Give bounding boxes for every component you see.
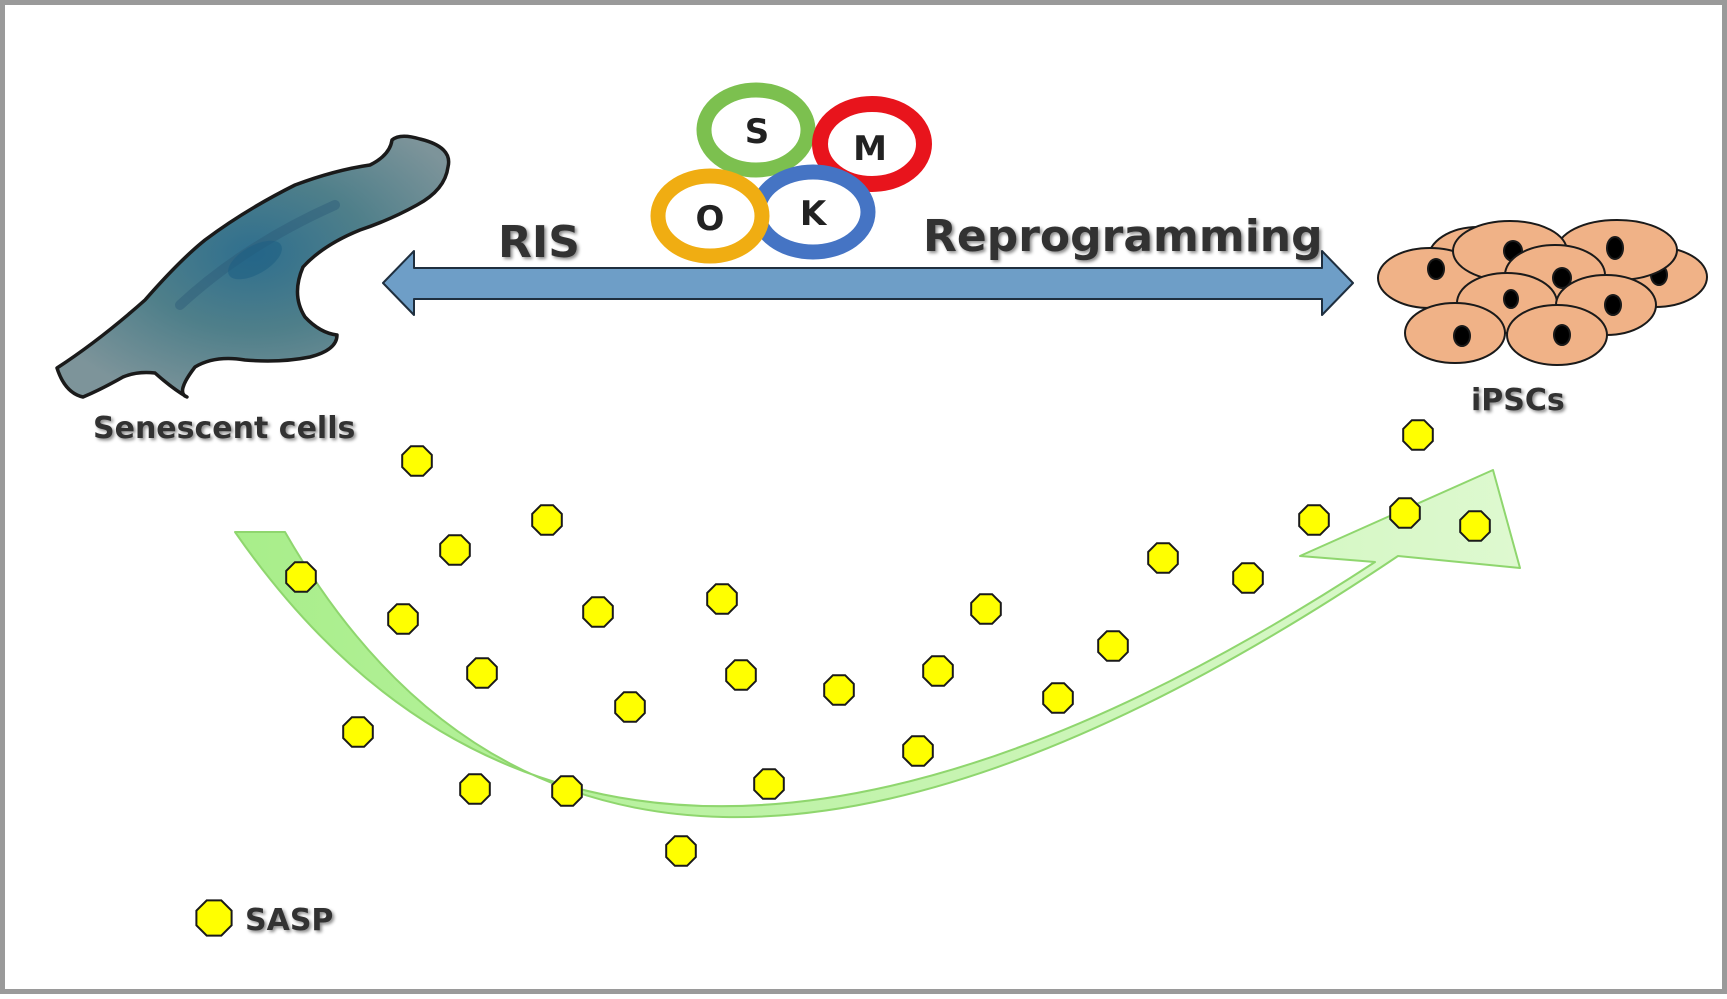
factor-ring-m: M (812, 96, 932, 192)
sasp-particle (1042, 682, 1074, 714)
sasp-particle (466, 657, 498, 689)
sasp-particle (1147, 542, 1179, 574)
sasp-particle (1402, 419, 1434, 451)
senescent-cells-label: Senescent cells (93, 411, 355, 446)
curved-arrow (234, 469, 1521, 818)
reprogramming-label: Reprogramming (923, 211, 1323, 262)
sasp-particle (753, 768, 785, 800)
ris-label: RIS (498, 217, 580, 268)
ipscs-label: iPSCs (1471, 383, 1565, 418)
factor-s-ring (696, 82, 816, 178)
sasp-particle (706, 583, 738, 615)
sasp-particle (401, 445, 433, 477)
sasp-legend-label: SASP (245, 903, 333, 938)
sasp-particle (439, 534, 471, 566)
ipsc-cell (1506, 304, 1608, 366)
sasp-particle (823, 674, 855, 706)
sasp-particle (725, 659, 757, 691)
factor-m-ring (812, 96, 932, 192)
diagram-canvas: S M K O RIS Reprogramming Senescent cell… (55, 82, 1708, 938)
ipsc-cell (1404, 302, 1506, 364)
sasp-particle (285, 561, 317, 593)
factor-ring-o: O (650, 168, 770, 264)
sasp-legend-marker (195, 899, 233, 937)
sasp-particle (1232, 562, 1264, 594)
sasp-particles (285, 419, 1491, 867)
sasp-particle (665, 835, 697, 867)
factor-s-label: S (745, 112, 770, 152)
factor-m-label: M (853, 129, 887, 169)
factor-ring-s: S (696, 82, 816, 178)
senescent-cell (55, 134, 451, 399)
sasp-particle (342, 716, 374, 748)
sasp-particle (582, 596, 614, 628)
sasp-particle (970, 593, 1002, 625)
sasp-particle (387, 603, 419, 635)
factor-ring-k: K (750, 164, 876, 260)
sasp-particle (531, 504, 563, 536)
factor-k-label: K (800, 194, 828, 234)
factor-o-ring (650, 168, 770, 264)
double-arrow (382, 250, 1354, 316)
sasp-particle (902, 735, 934, 767)
sasp-particle (1389, 497, 1421, 529)
ipsc-cluster (1377, 219, 1708, 366)
sasp-particle (1097, 630, 1129, 662)
factor-o-label: O (696, 199, 725, 239)
sasp-particle (551, 775, 583, 807)
sasp-particle (459, 773, 491, 805)
sasp-particle (1459, 510, 1491, 542)
sasp-particle (614, 691, 646, 723)
sasp-particle (195, 899, 233, 937)
sasp-particle (922, 655, 954, 687)
sasp-particle (1298, 504, 1330, 536)
